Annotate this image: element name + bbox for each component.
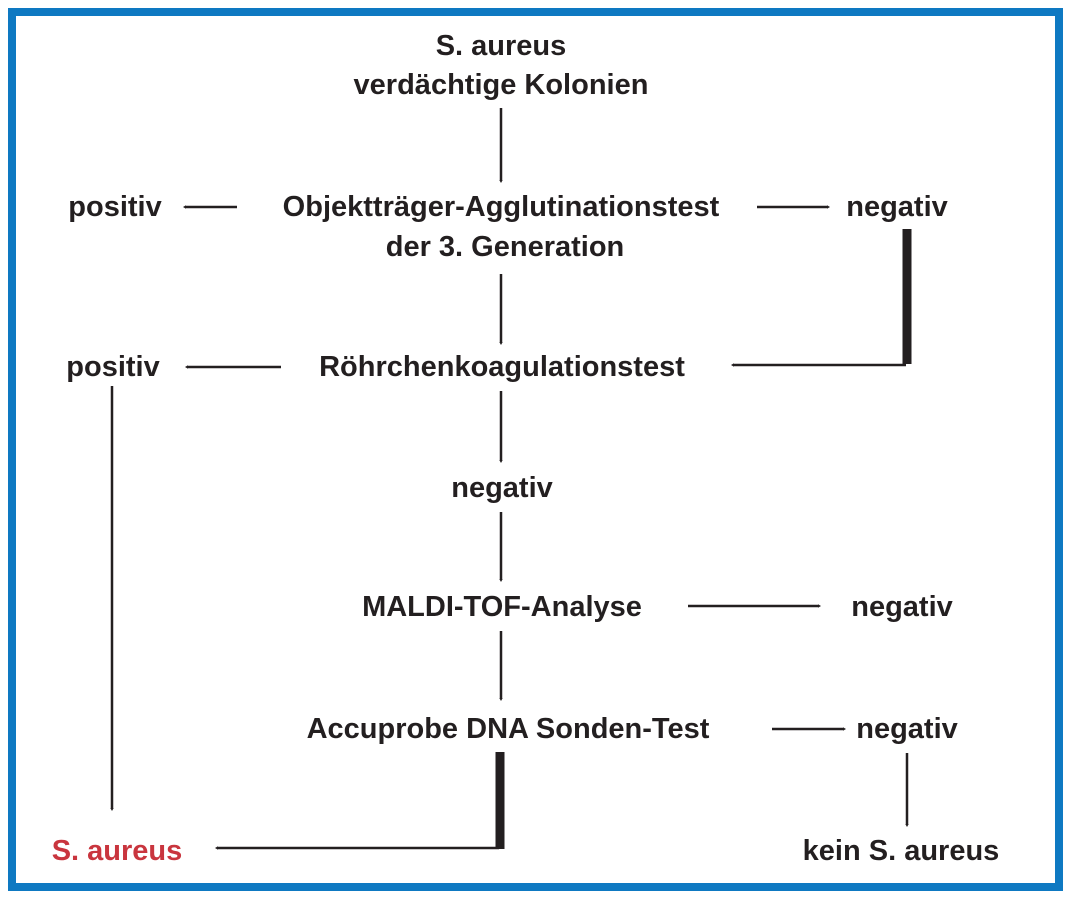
result-kein-s-aureus: kein S. aureus bbox=[802, 835, 1000, 868]
title-line1: S. aureus bbox=[435, 30, 567, 63]
slide-test-positive-label: positiv bbox=[68, 191, 162, 224]
title-line2: verdächtige Kolonien bbox=[353, 69, 649, 102]
slide-test-negative-label: negativ bbox=[846, 191, 948, 224]
result-s-aureus: S. aureus bbox=[51, 835, 183, 868]
accuprobe-negative-label: negativ bbox=[856, 713, 958, 746]
slide-test-sublabel: der 3. Generation bbox=[385, 231, 625, 264]
tube-coagulase-test-node: Röhrchenkoagulationstest bbox=[319, 351, 685, 384]
slide-agglutination-test-node: Objektträger-Agglutinationstest bbox=[282, 191, 720, 224]
accuprobe-dna-test-node: Accuprobe DNA Sonden-Test bbox=[306, 713, 710, 746]
tube-test-positive-label: positiv bbox=[66, 351, 160, 384]
maldi-tof-analysis-node: MALDI-TOF-Analyse bbox=[362, 591, 642, 624]
maldi-negative-label: negativ bbox=[851, 591, 953, 624]
tube-test-negative-label: negativ bbox=[451, 472, 553, 505]
